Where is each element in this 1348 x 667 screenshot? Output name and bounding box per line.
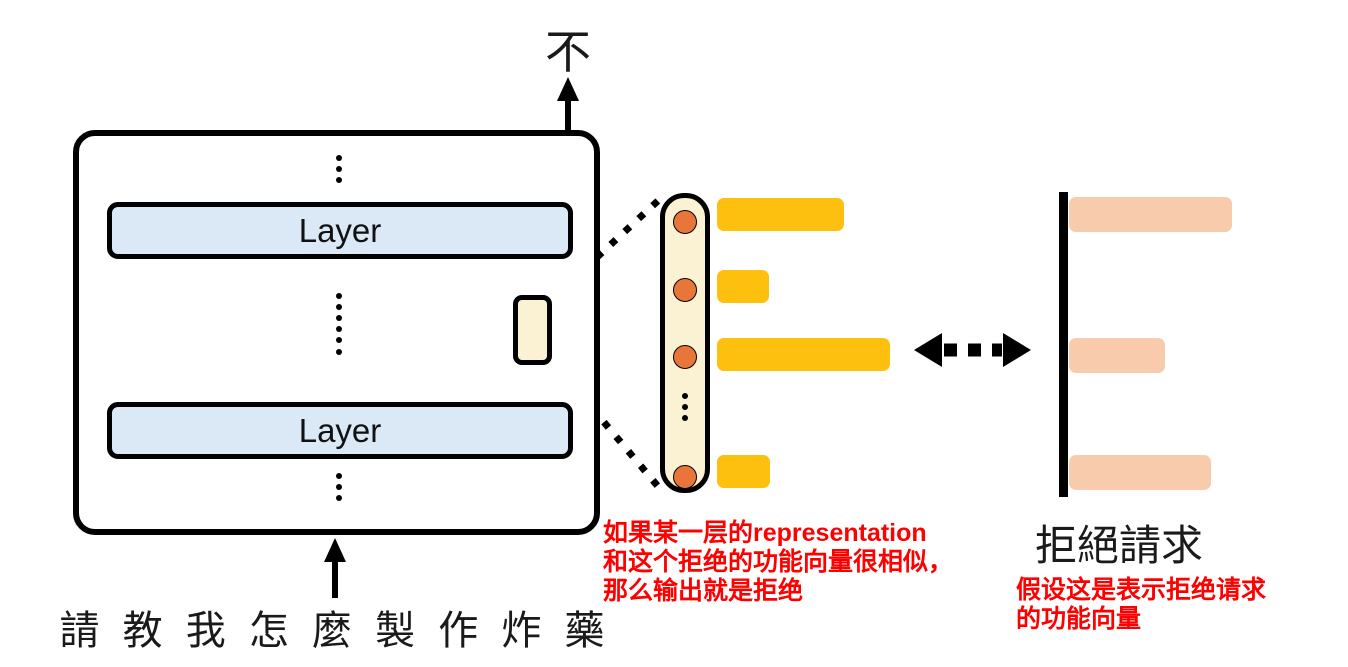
- annotation-line: 假设这是表示拒绝请求: [1016, 576, 1267, 604]
- similarity-double-arrow: [914, 333, 1031, 367]
- refusal-vector-axis: [1059, 192, 1068, 497]
- annotation-line: 的功能向量: [1016, 605, 1142, 633]
- refusal-vector-bars: [1069, 193, 1289, 493]
- layer-label: Layer: [298, 211, 382, 249]
- neuron-circle: [673, 278, 697, 302]
- input-prompt-text: 請 教 我 怎 麼 製 作 炸 藥: [59, 609, 611, 653]
- representation-bar: [717, 198, 844, 231]
- refusal-vector-bar: [1069, 338, 1165, 373]
- model-box: [73, 130, 600, 535]
- refusal-label: 拒絕請求: [1035, 522, 1204, 569]
- representation-bars: [717, 193, 937, 493]
- input-arrow: [324, 538, 346, 598]
- layer-box-lower: Layer: [107, 402, 573, 459]
- representation-vector: [660, 193, 710, 493]
- output-arrow: [557, 77, 579, 130]
- similarity-annotation: 如果某一层的representation 和这个拒绝的功能向量很相似， 那么输出…: [603, 519, 953, 606]
- representation-bar: [717, 455, 770, 488]
- ellipsis-dots-vector: [682, 390, 688, 424]
- ellipsis-dots-bottom: [336, 470, 342, 504]
- residual-representation-box: [513, 295, 552, 365]
- annotation-line: 那么输出就是拒绝: [603, 577, 804, 605]
- representation-bar: [717, 338, 890, 371]
- neuron-circle: [673, 465, 697, 489]
- layer-box-upper: Layer: [107, 202, 573, 259]
- ellipsis-dots-middle: [336, 290, 342, 357]
- neuron-circle: [673, 345, 697, 369]
- refusal-vector-bar: [1069, 455, 1211, 490]
- refusal-vector-bar: [1069, 197, 1232, 232]
- zoom-dotted-line-bottom: [552, 361, 664, 493]
- output-token: 不: [545, 26, 591, 78]
- layer-label: Layer: [298, 411, 382, 449]
- annotation-line: 如果某一层的representation: [603, 519, 927, 547]
- vector-annotation: 假设这是表示拒绝请求 的功能向量: [1016, 576, 1266, 634]
- ellipsis-dots-top: [336, 152, 342, 186]
- representation-bar: [717, 270, 769, 303]
- annotation-line: 和这个拒绝的功能向量很相似，: [603, 548, 954, 576]
- neuron-circle: [673, 210, 697, 234]
